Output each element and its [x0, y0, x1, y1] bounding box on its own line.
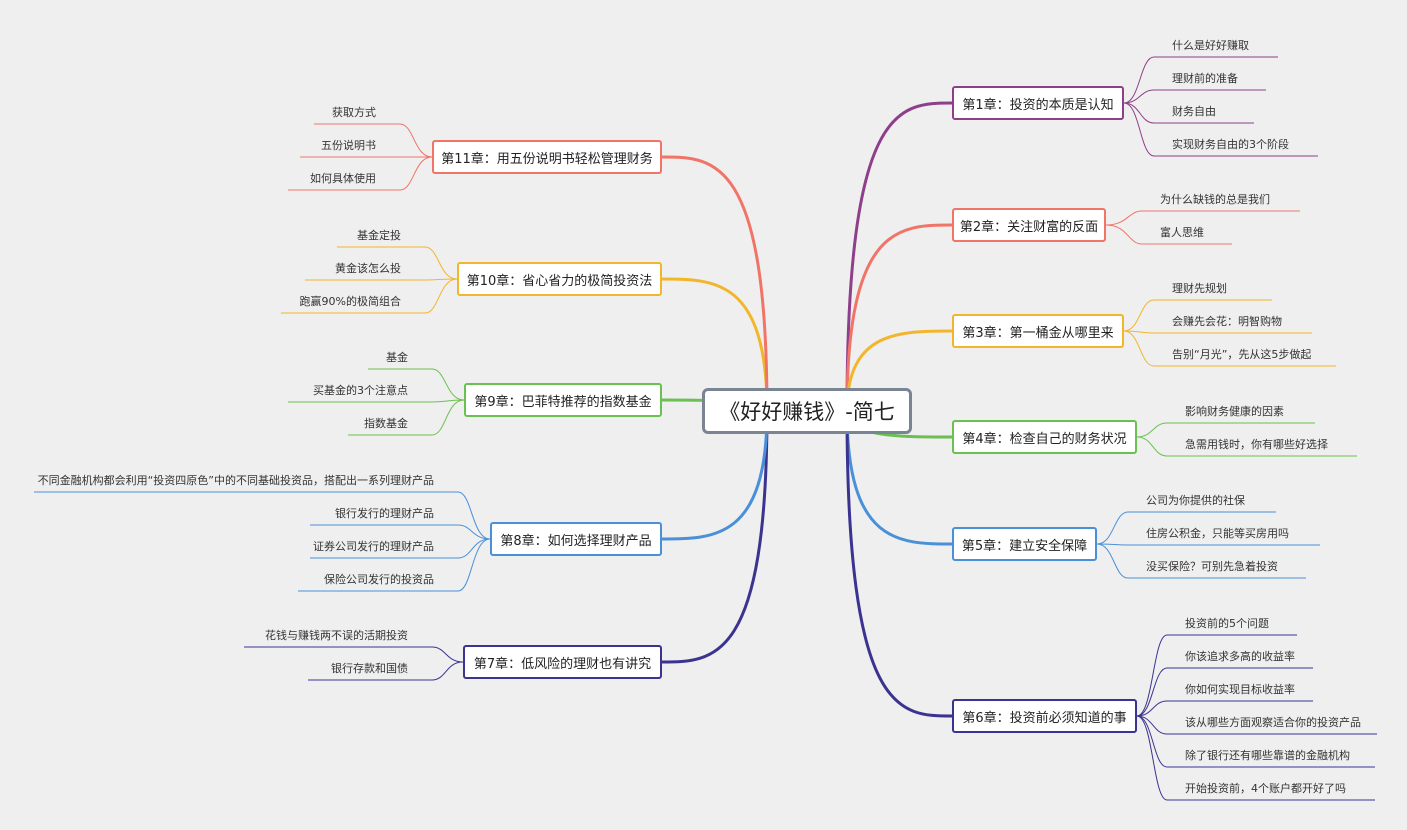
branch-line: [845, 223, 954, 413]
topic-item[interactable]: 保险公司发行的投资品: [324, 573, 434, 586]
topic-item[interactable]: 财务自由: [1172, 105, 1216, 118]
topic-item[interactable]: 投资前的5个问题: [1185, 617, 1269, 630]
topic-item[interactable]: 告别“月光”，先从这5步做起: [1172, 348, 1312, 361]
topic-item[interactable]: 基金定投: [357, 229, 401, 242]
branch-line: [660, 277, 769, 413]
topic-item[interactable]: 住房公积金，只能等买房用吗: [1146, 527, 1289, 540]
chapter-node[interactable]: 第6章：投资前必须知道的事: [952, 699, 1137, 733]
topic-item[interactable]: 买基金的3个注意点: [313, 384, 408, 397]
topic-item[interactable]: 公司为你提供的社保: [1146, 494, 1245, 507]
topic-item[interactable]: 你该追求多高的收益率: [1185, 650, 1295, 663]
topic-item[interactable]: 五份说明书: [321, 139, 376, 152]
chapter-node[interactable]: 第10章：省心省力的极简投资法: [457, 262, 662, 296]
branch-line: [660, 409, 769, 541]
root-topic[interactable]: 《好好赚钱》-简七: [702, 388, 912, 434]
topic-item[interactable]: 实现财务自由的3个阶段: [1172, 138, 1289, 151]
branch-line: [845, 329, 954, 413]
topic-item[interactable]: 花钱与赚钱两不误的活期投资: [265, 629, 408, 642]
chapter-node[interactable]: 第5章：建立安全保障: [952, 527, 1097, 561]
topic-item[interactable]: 跑赢90%的极简组合: [299, 295, 401, 308]
branch-line: [660, 409, 769, 664]
topic-item[interactable]: 黄金该怎么投: [335, 262, 401, 275]
chapter-node[interactable]: 第8章：如何选择理财产品: [490, 522, 662, 556]
topic-item[interactable]: 证券公司发行的理财产品: [313, 540, 434, 553]
topic-item[interactable]: 理财先规划: [1172, 282, 1227, 295]
topic-item[interactable]: 你如何实现目标收益率: [1185, 683, 1295, 696]
topic-item[interactable]: 基金: [386, 351, 408, 364]
chapter-node[interactable]: 第11章：用五份说明书轻松管理财务: [432, 140, 662, 174]
chapter-node[interactable]: 第9章：巴菲特推荐的指数基金: [464, 383, 662, 417]
branch-line: [845, 101, 954, 413]
topic-item[interactable]: 开始投资前，4个账户都开好了吗: [1185, 782, 1346, 795]
topic-item[interactable]: 如何具体使用: [310, 172, 376, 185]
topic-item[interactable]: 什么是好好赚取: [1172, 39, 1249, 52]
topic-item[interactable]: 指数基金: [364, 417, 408, 430]
topic-item[interactable]: 该从哪些方面观察适合你的投资产品: [1185, 716, 1361, 729]
topic-item[interactable]: 会赚先会花：明智购物: [1172, 315, 1282, 328]
topic-item[interactable]: 银行发行的理财产品: [335, 507, 434, 520]
chapter-node[interactable]: 第3章：第一桶金从哪里来: [952, 314, 1124, 348]
topic-item[interactable]: 不同金融机构都会利用“投资四原色”中的不同基础投资品，搭配出一系列理财产品: [37, 474, 434, 487]
topic-item[interactable]: 除了银行还有哪些靠谱的金融机构: [1185, 749, 1350, 762]
topic-item[interactable]: 银行存款和国债: [331, 662, 408, 675]
topic-item[interactable]: 急需用钱时，你有哪些好选择: [1185, 438, 1328, 451]
topic-item[interactable]: 为什么缺钱的总是我们: [1160, 193, 1270, 206]
topic-item[interactable]: 富人思维: [1160, 226, 1204, 239]
chapter-node[interactable]: 第2章：关注财富的反面: [952, 208, 1106, 242]
branch-line: [845, 409, 954, 718]
chapter-node[interactable]: 第7章：低风险的理财也有讲究: [463, 645, 662, 679]
topic-item[interactable]: 获取方式: [332, 106, 376, 119]
chapter-node[interactable]: 第1章：投资的本质是认知: [952, 86, 1124, 120]
branch-line: [845, 409, 954, 546]
chapter-node[interactable]: 第4章：检查自己的财务状况: [952, 420, 1137, 454]
topic-item[interactable]: 影响财务健康的因素: [1185, 405, 1284, 418]
topic-item[interactable]: 没买保险？可别先急着投资: [1146, 560, 1278, 573]
topic-item[interactable]: 理财前的准备: [1172, 72, 1238, 85]
branch-line: [660, 155, 769, 413]
